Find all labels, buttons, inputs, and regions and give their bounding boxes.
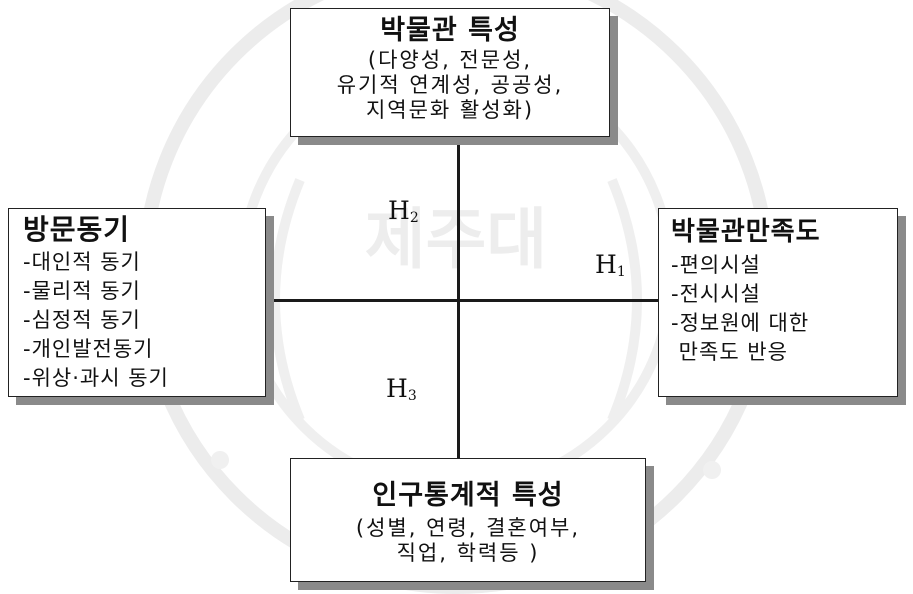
hypothesis-h1-number: 1 (616, 264, 626, 280)
hypothesis-h2-number: 2 (409, 210, 419, 226)
hypothesis-h3-label: H3 (386, 374, 417, 404)
visit-motivation-item: -심정적 동기 (23, 308, 141, 332)
museum-characteristics-box: 박물관 특성 (다양성, 전문성, 유기적 연계성, 공공성, 지역문화 활성화… (290, 8, 610, 137)
hypothesis-h3-number: 3 (407, 388, 417, 404)
demographics-box: 인구통계적 특성 (성별, 연령, 결혼여부, 직업, 학력등 ) (290, 458, 646, 582)
demographics-title: 인구통계적 특성 (372, 480, 564, 511)
visit-motivation-item: -대인적 동기 (23, 250, 141, 274)
demographics-line-1: (성별, 연령, 결혼여부, (355, 516, 581, 540)
hypothesis-h2-label: H2 (388, 196, 419, 226)
museum-characteristics-line-3: 지역문화 활성화) (365, 98, 535, 122)
museum-satisfaction-box: 박물관만족도 -편의시설 -전시시설 -정보원에 대한 만족도 반응 (658, 208, 898, 397)
hypothesis-h3-letter: H (386, 374, 408, 403)
museum-satisfaction-item: -전시시설 (671, 282, 761, 306)
demographics-line-2: 직업, 학력등 ) (396, 541, 540, 565)
visit-motivation-box: 방문동기 -대인적 동기 -물리적 동기 -심정적 동기 -개인발전동기 -위상… (8, 208, 266, 397)
hypothesis-h2-letter: H (388, 196, 410, 225)
museum-characteristics-line-1: (다양성, 전문성, (367, 48, 533, 72)
visit-motivation-item: -개인발전동기 (23, 337, 154, 361)
visit-motivation-title: 방문동기 (23, 213, 131, 246)
museum-satisfaction-title: 박물관만족도 (671, 217, 821, 247)
visit-motivation-item: -물리적 동기 (23, 279, 141, 303)
museum-satisfaction-item: -편의시설 (671, 253, 761, 277)
hypothesis-h1-letter: H (595, 250, 617, 279)
horizontal-axis-line (266, 299, 658, 302)
visit-motivation-item: -위상·과시 동기 (23, 366, 169, 390)
museum-characteristics-title: 박물관 특성 (380, 15, 520, 46)
museum-characteristics-line-2: 유기적 연계성, 공공성, (336, 73, 564, 97)
museum-satisfaction-item: -정보원에 대한 (671, 311, 810, 335)
seal-text: 제주대 (365, 201, 547, 278)
hypothesis-h1-label: H1 (595, 250, 626, 280)
museum-satisfaction-item: 만족도 반응 (671, 340, 788, 364)
